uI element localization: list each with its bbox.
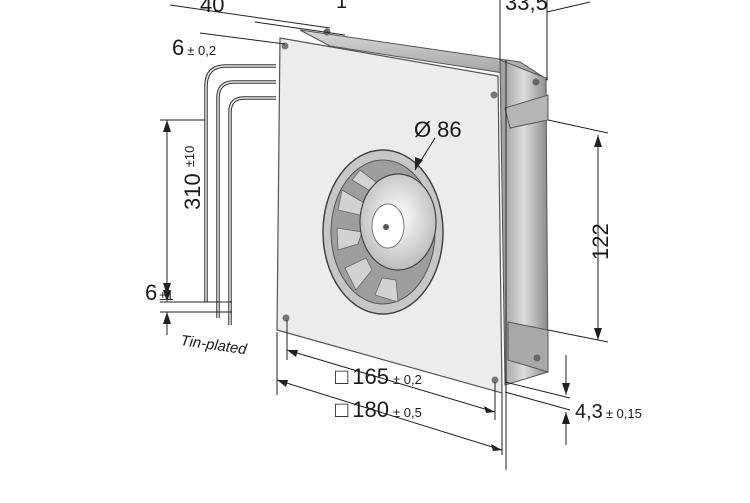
tin-plated-label: Tin-plated bbox=[179, 332, 248, 358]
impeller bbox=[322, 149, 444, 315]
mount-hole-bottom-left bbox=[282, 314, 290, 322]
dim-top-right: 33,5 bbox=[505, 0, 548, 15]
dim-hole-spacing: □165± 0,2 bbox=[335, 364, 422, 389]
dim-cable-length: 310±10 bbox=[180, 146, 205, 210]
dim-housing-size: □180± 0,5 bbox=[335, 397, 422, 422]
dim-strip-length: 6±1 bbox=[145, 280, 174, 305]
dim-hole-spacing-vertical: 122 bbox=[588, 223, 613, 260]
cable-leads bbox=[204, 64, 276, 325]
mount-hole-bottom-right bbox=[491, 376, 499, 384]
dim-top-left: 40 bbox=[200, 0, 224, 17]
dim-hole-diameter: 4,3± 0,15 bbox=[575, 401, 642, 423]
dimension-labels: 40 1 33,5 6± 0,2 310±10 6±1 Tin-plated Ø… bbox=[145, 0, 642, 423]
dimension-arrows bbox=[163, 120, 602, 451]
mount-hole-top-right bbox=[490, 91, 498, 99]
dim-top-mid: 1 bbox=[336, 0, 347, 13]
dim-lead-offset: 6± 0,2 bbox=[172, 35, 216, 60]
